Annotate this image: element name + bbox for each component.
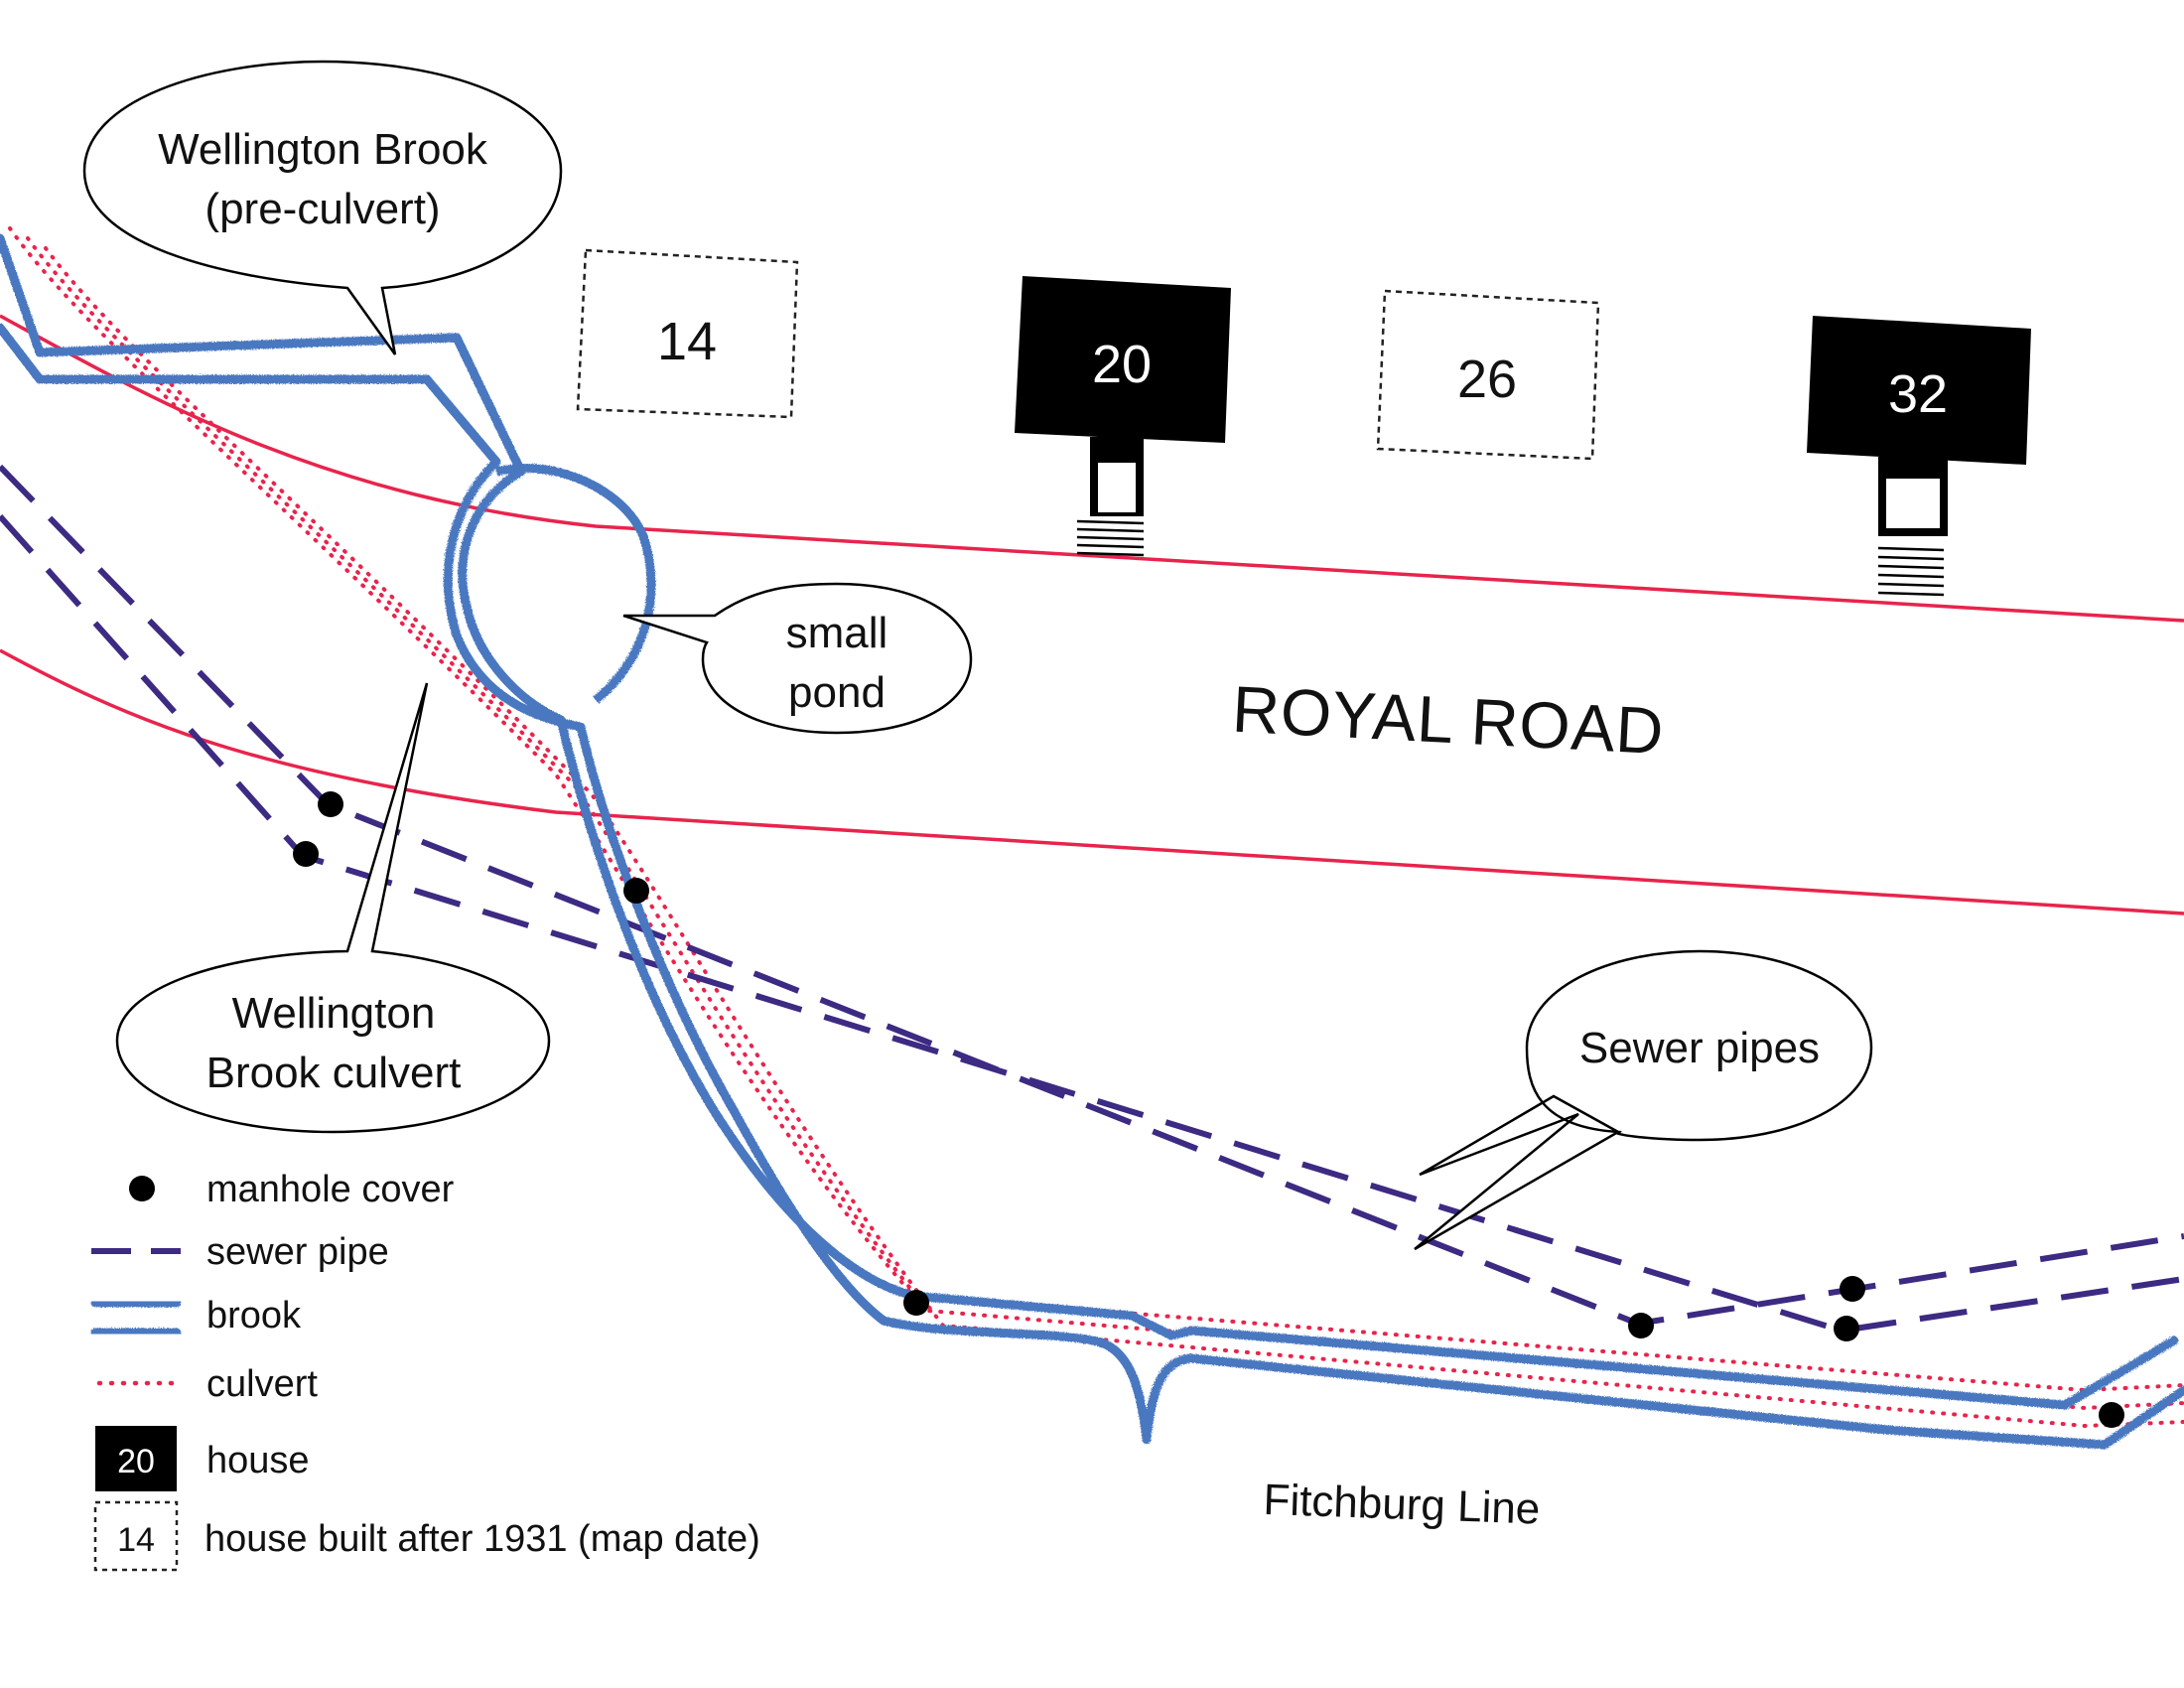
manhole-covers: [293, 791, 2124, 1428]
callout-sewer-pipes-bubble: [1414, 949, 1873, 1251]
legend-sewer-label: sewer pipe: [206, 1231, 389, 1273]
house-32: 32: [1807, 316, 2031, 597]
culvert-route: [8, 226, 2184, 1429]
legend-manhole-symbol: [129, 1176, 155, 1201]
legend-house-after-symbol-number: 14: [117, 1521, 155, 1559]
house-14-outline: [576, 248, 799, 419]
callout-brook-culvert-line1: Wellington: [232, 989, 436, 1038]
callout-small-pond-bubble: [622, 582, 973, 735]
callout-brook-pre-culvert-line1: Wellington Brook: [158, 125, 488, 174]
callout-brook-pre-culvert: Wellington Brook (pre-culvert): [82, 60, 563, 355]
manhole-cover: [293, 841, 319, 867]
royal-road-label: ROYAL ROAD: [1231, 672, 1667, 769]
callout-small-pond-line1: small: [786, 609, 888, 657]
house-26-outline: [1376, 289, 1600, 461]
sewer-pipes: [0, 464, 2184, 1335]
callout-brook-culvert-line2: Brook culvert: [206, 1049, 462, 1097]
small-pond: [494, 464, 656, 704]
callout-brook-culvert: Wellington Brook culvert: [115, 682, 551, 1134]
legend-house-symbol-number: 20: [117, 1443, 155, 1480]
house-20: 20: [1015, 276, 1231, 557]
wellington-brook: [0, 233, 2184, 1450]
callout-brook-pre-culvert-bubble: [82, 60, 563, 355]
legend-house-label: house: [206, 1440, 310, 1481]
callout-small-pond-line2: pond: [788, 668, 886, 717]
manhole-cover: [1840, 1276, 1865, 1302]
legend-house-symbol: [95, 1426, 177, 1491]
callout-sewer-pipes: Sewer pipes: [1414, 949, 1873, 1251]
legend-house-after-symbol: [93, 1500, 179, 1572]
fitchburg-line-label: Fitchburg Line: [1263, 1476, 1541, 1534]
house-20-body: [1015, 276, 1231, 443]
callout-brook-culvert-bubble: [115, 682, 551, 1134]
legend-house-after-label: house built after 1931 (map date): [205, 1518, 760, 1560]
manhole-cover: [623, 878, 649, 904]
legend-culvert-label: culvert: [206, 1363, 318, 1405]
manhole-cover: [318, 791, 343, 817]
map-legend: manhole cover sewer pipe brook culvert 2…: [90, 1169, 760, 1572]
royal-road-south-edge: [0, 648, 2184, 915]
house-32-body: [1807, 316, 2031, 465]
callout-brook-pre-culvert-line2: (pre-culvert): [205, 185, 440, 233]
manhole-cover: [903, 1290, 929, 1316]
manhole-cover: [2099, 1402, 2124, 1428]
house-32-number: 32: [1888, 364, 1948, 424]
house-32-steps: [1877, 546, 1945, 597]
house-20-steps: [1076, 519, 1145, 557]
manhole-cover: [1628, 1313, 1654, 1338]
legend-brook-label: brook: [206, 1295, 302, 1336]
house-20-number: 20: [1092, 335, 1152, 394]
house-14: 14: [576, 248, 799, 419]
callout-sewer-pipes-label: Sewer pipes: [1579, 1024, 1820, 1072]
house-26: 26: [1376, 289, 1600, 461]
house-32-porch-inner: [1886, 479, 1940, 528]
legend-manhole-label: manhole cover: [206, 1169, 455, 1210]
manhole-cover: [1834, 1316, 1859, 1341]
legend-brook-symbol: [90, 1298, 182, 1337]
house-20-porch-inner: [1098, 463, 1136, 512]
house-26-number: 26: [1457, 350, 1517, 409]
callout-small-pond: small pond: [622, 582, 973, 735]
house-14-number: 14: [657, 312, 717, 371]
